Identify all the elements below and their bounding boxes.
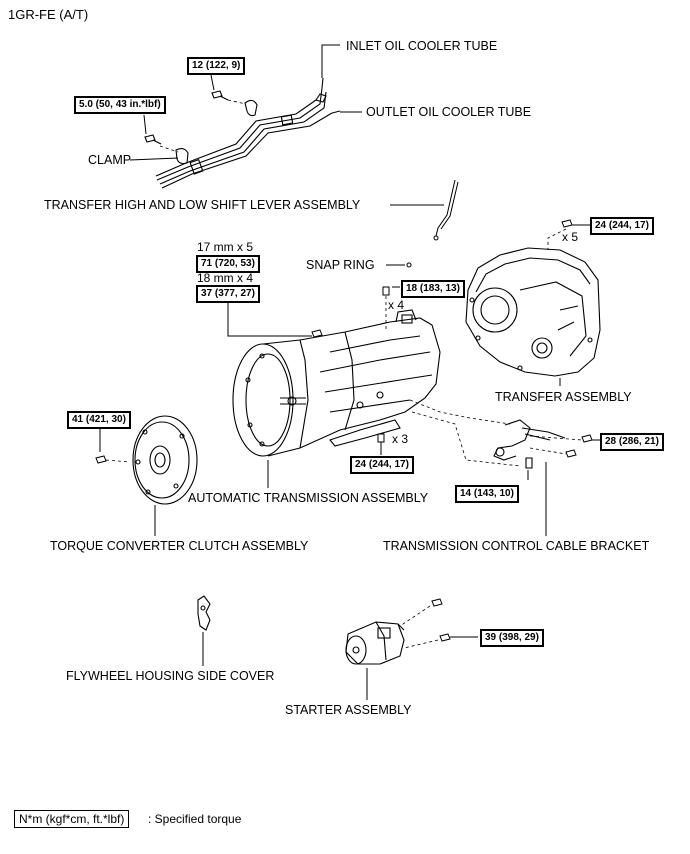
label-automatic-transmission: AUTOMATIC TRANSMISSION ASSEMBLY: [188, 491, 429, 505]
label-shift-lever: TRANSFER HIGH AND LOW SHIFT LEVER ASSEMB…: [44, 198, 361, 212]
torque-spec-39: 39 (398, 29): [481, 630, 543, 646]
torque-spec-24-transmission: 24 (244, 17): [351, 457, 413, 473]
note-x3: x 3: [392, 432, 409, 446]
legend-description: : Specified torque: [148, 812, 242, 826]
oil-cooler-tubes-drawing: [144, 77, 341, 189]
torque-spec-18: 18 (183, 13): [402, 281, 464, 297]
torque-spec-5: 5.0 (50, 43 in.*lbf): [75, 97, 165, 113]
engine-label: 1GR-FE (A/T): [8, 7, 89, 22]
label-torque-converter: TORQUE CONVERTER CLUTCH ASSEMBLY: [50, 539, 309, 553]
starter-drawing: [345, 621, 405, 665]
cable-bracket-drawing: [493, 419, 566, 469]
torque-spec-41: 41 (421, 30): [68, 412, 130, 428]
label-outlet-oil-cooler-tube: OUTLET OIL COOLER TUBE: [366, 105, 532, 119]
label-transfer-assembly: TRANSFER ASSEMBLY: [495, 390, 632, 404]
label-flywheel-cover: FLYWHEEL HOUSING SIDE COVER: [66, 669, 275, 683]
flywheel-cover-drawing: [197, 595, 211, 631]
shift-lever-drawing: [433, 179, 459, 241]
label-inlet-oil-cooler-tube: INLET OIL COOLER TUBE: [346, 39, 498, 53]
label-snap-ring: SNAP RING: [306, 258, 375, 272]
legend-torque-box: N*m (kgf*cm, ft.*lbf): [14, 810, 130, 828]
torque-spec-37: 37 (377, 27): [197, 286, 259, 302]
note-bolt-18mm: 18 mm x 4: [197, 271, 254, 285]
note-x5: x 5: [562, 230, 579, 244]
transfer-assembly-drawing: [465, 247, 601, 377]
note-bolt-17mm: 17 mm x 5: [197, 240, 254, 254]
torque-spec-28: 28 (286, 21): [601, 434, 663, 450]
torque-converter-drawing: [132, 415, 198, 505]
label-clamp: CLAMP: [88, 153, 132, 167]
note-x4: x 4: [388, 298, 405, 312]
torque-spec-71: 71 (720, 53): [197, 256, 259, 272]
label-starter-assembly: STARTER ASSEMBLY: [285, 703, 412, 717]
automatic-transmission-drawing: [232, 309, 441, 457]
torque-spec-12: 12 (122, 9): [188, 58, 245, 74]
torque-spec-24-transfer: 24 (244, 17): [591, 218, 653, 234]
label-cable-bracket: TRANSMISSION CONTROL CABLE BRACKET: [383, 539, 650, 553]
torque-spec-14: 14 (143, 10): [456, 486, 518, 502]
